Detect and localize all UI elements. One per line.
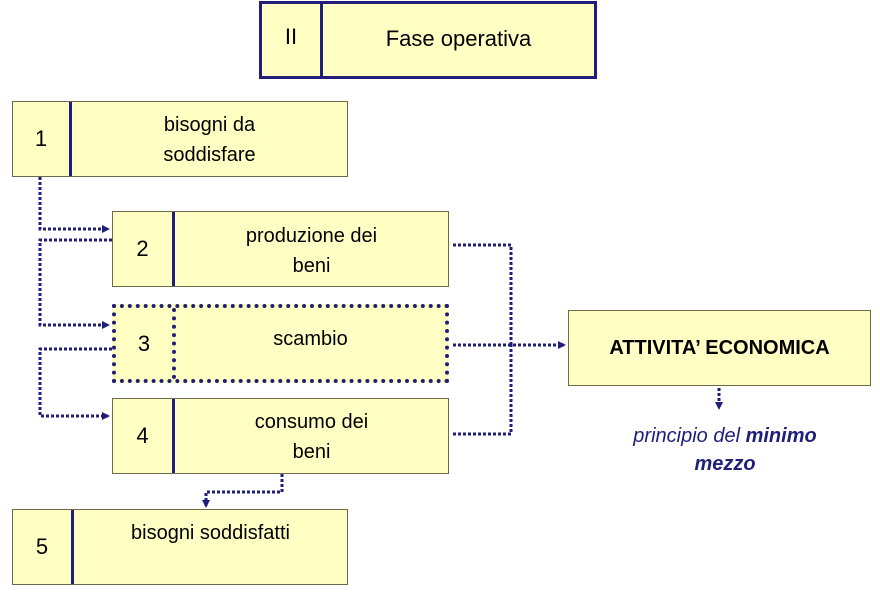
phase-header-box: II Fase operativa [259, 1, 597, 79]
step-number-3: 3 [137, 330, 151, 356]
principle-emphasis-2: mezzo [694, 453, 756, 475]
principle-prefix: principio del [633, 425, 746, 447]
step-separator-5 [71, 510, 74, 584]
step-box-1: 1 bisogni da soddisfare [12, 101, 348, 177]
connector-1-to-2 [38, 177, 110, 233]
phase-title: Fase operativa [385, 26, 532, 51]
connector-4-to-activity [453, 345, 513, 436]
step-box-2: 2 produzione dei beni [112, 211, 449, 287]
step-label-1: bisogni da soddisfare [163, 114, 256, 166]
phase-header-separator [320, 4, 323, 76]
step-separator-4 [172, 399, 175, 473]
activity-box: ATTIVITA’ ECONOMICA [568, 310, 871, 386]
principle-note: principio del minimo mezzo [580, 422, 870, 478]
step-label-5: bisogni soddisfatti [131, 522, 290, 544]
step-box-4: 4 consumo dei beni [112, 398, 449, 474]
activity-label: ATTIVITA’ ECONOMICA [609, 336, 830, 359]
step-label-3: scambio [273, 328, 348, 350]
connector-3-to-4 [38, 347, 112, 420]
step-separator-3 [172, 308, 176, 379]
step-box-5: 5 bisogni soddisfatti [12, 509, 348, 585]
connector-4-to-5 [202, 474, 284, 508]
phase-number: II [284, 24, 298, 49]
step-separator-2 [172, 212, 175, 286]
step-number-4: 4 [136, 423, 149, 448]
step-label-2: produzione dei beni [245, 225, 378, 277]
step-box-3: 3 scambio [112, 304, 449, 383]
step-label-4: consumo dei beni [254, 411, 369, 463]
step-separator-1 [69, 102, 72, 176]
step-number-5: 5 [35, 534, 49, 559]
connector-2-to-activity [453, 243, 513, 345]
connector-2-to-3 [38, 238, 112, 329]
step-number-2: 2 [136, 236, 149, 261]
step-number-1: 1 [34, 126, 48, 151]
principle-emphasis-1: minimo [745, 425, 817, 447]
